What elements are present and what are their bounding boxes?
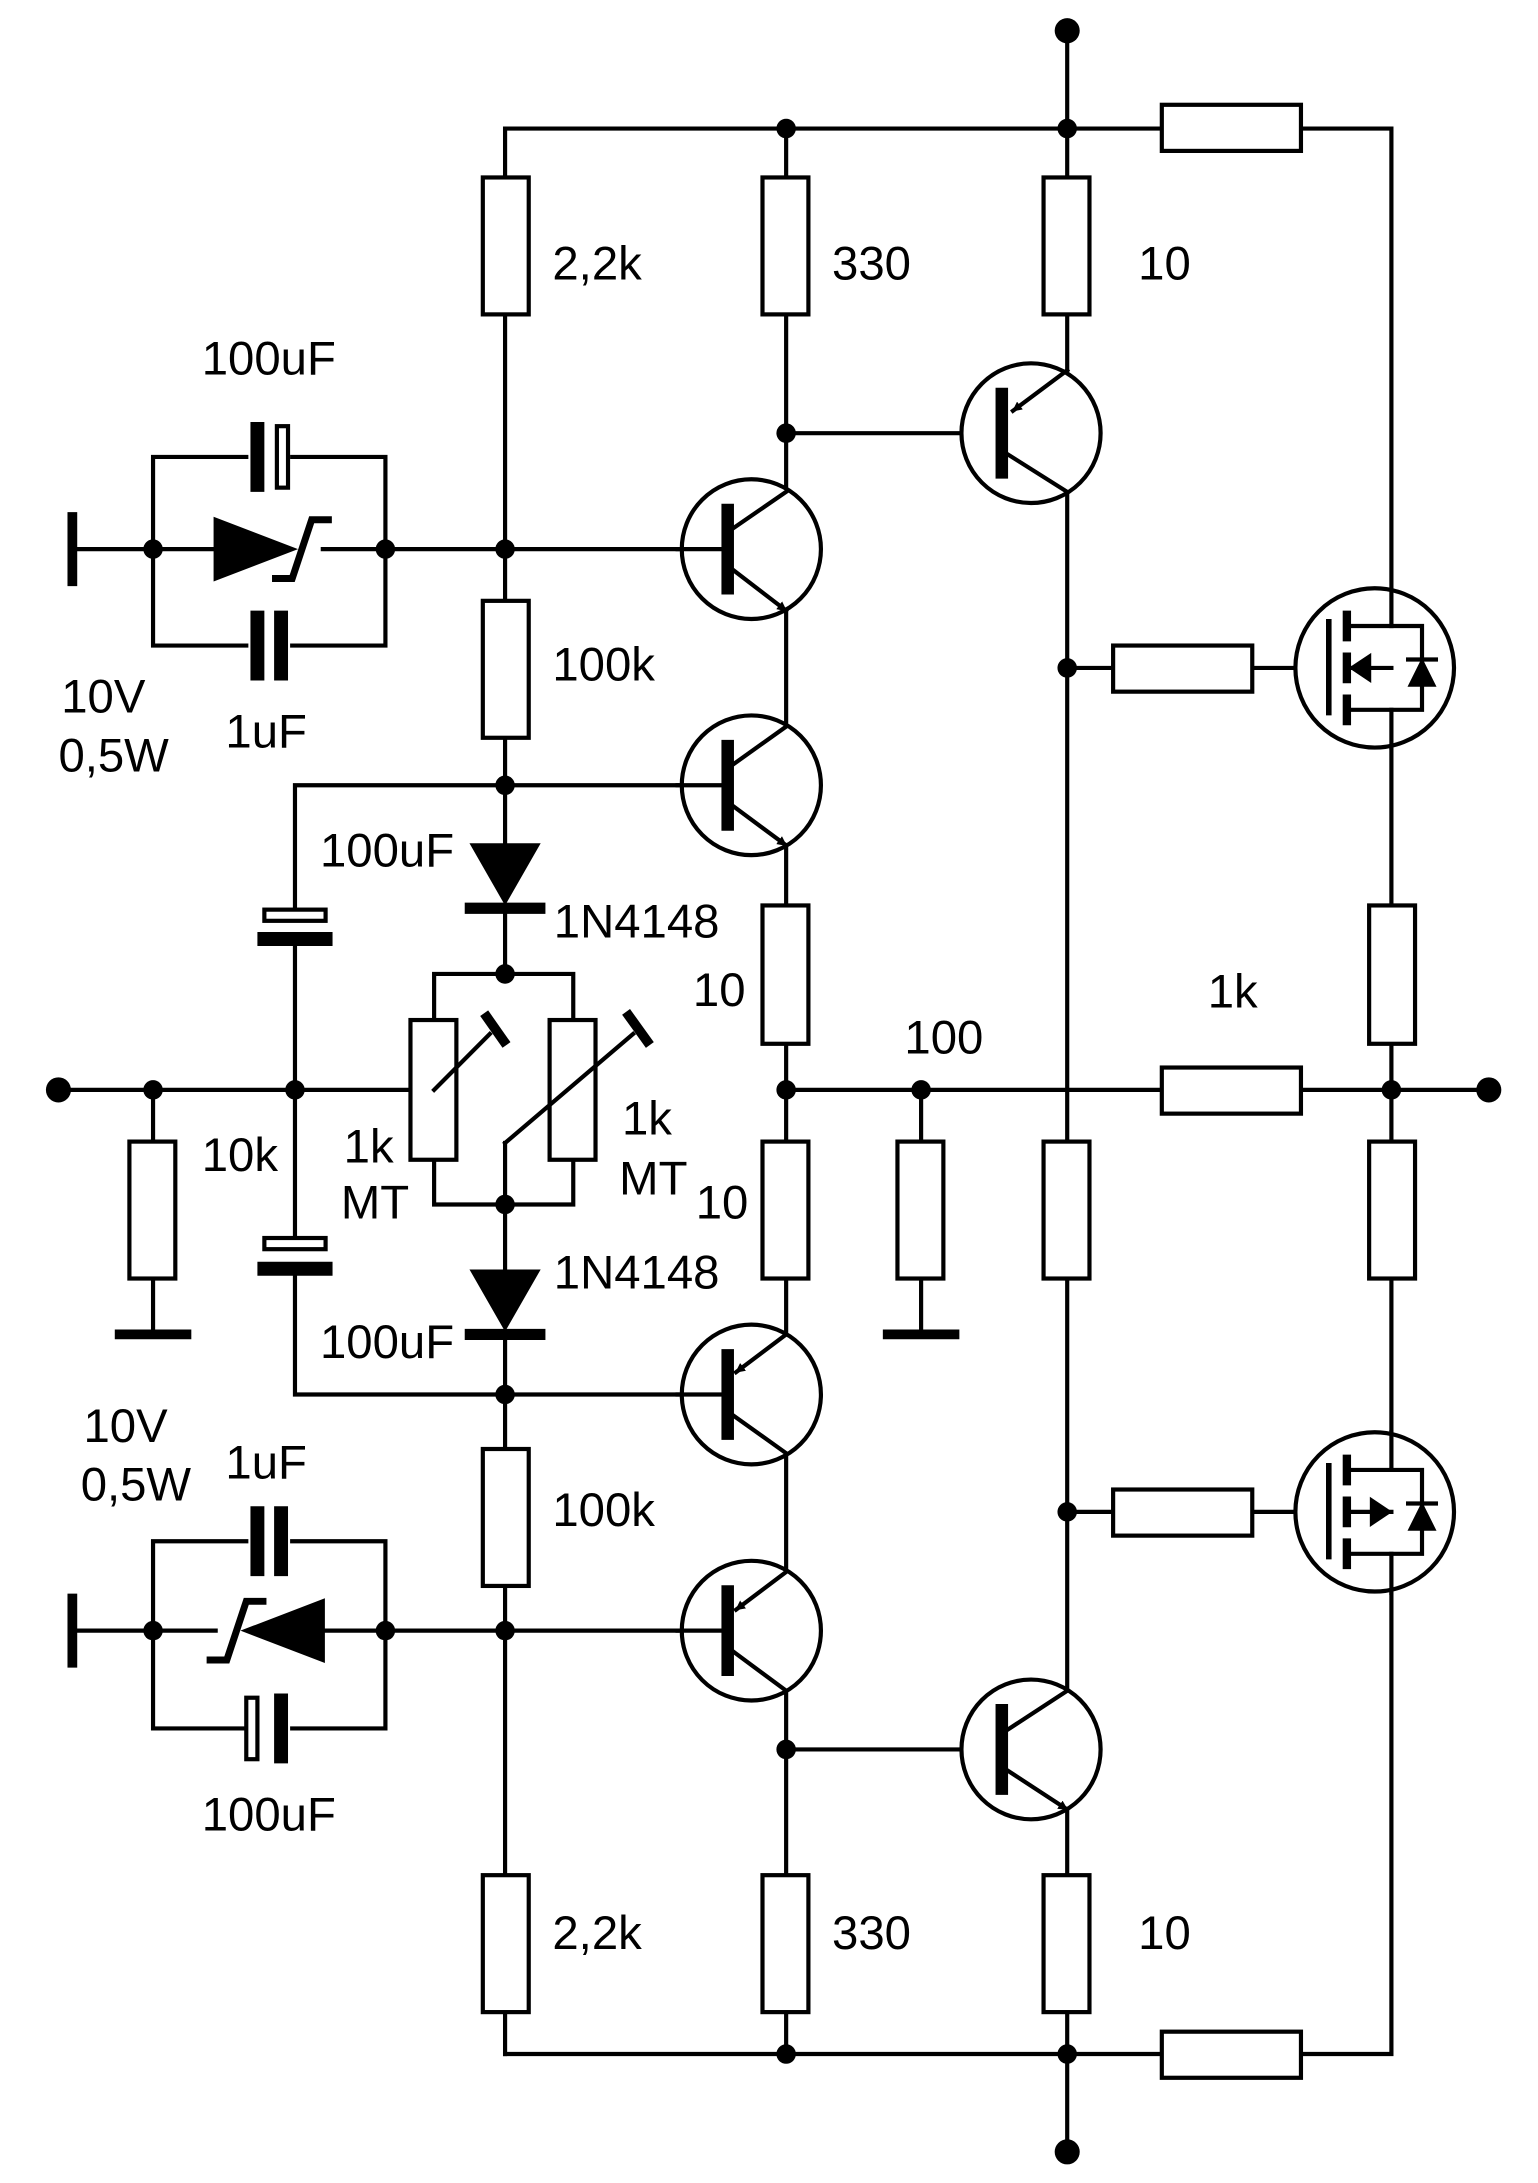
diode-1n4148-bot-body xyxy=(469,1269,541,1332)
wire-zb-ring3 xyxy=(150,1628,249,1731)
label-z-top-power: 0,5W xyxy=(58,729,169,782)
zener-top-body xyxy=(213,516,299,582)
cap-mid-top-elec xyxy=(262,907,328,923)
terminal-supply-negative xyxy=(1054,2139,1080,2165)
resistor-source-top xyxy=(1367,903,1418,1046)
label-r-top-100k: 100k xyxy=(552,638,655,691)
trimmer-left-arrow xyxy=(431,1031,493,1093)
wire-bottom-rail-right xyxy=(1298,1590,1394,2057)
resistor-10-emitter-top xyxy=(760,903,811,1046)
resistor-2k2-top xyxy=(480,175,531,317)
label-z-bot-volt: 10V xyxy=(83,1400,168,1453)
label-r-top-330: 330 xyxy=(832,237,911,290)
resistor-10-top xyxy=(1041,175,1092,317)
wire-zb-ring xyxy=(150,1539,249,1633)
terminals xyxy=(67,512,960,1668)
transistor-driver-top-pnp xyxy=(959,361,1103,506)
wire-top-rail-right xyxy=(1298,126,1394,592)
label-trimmer-left-value: 1k xyxy=(344,1120,394,1173)
mosfet-bottom xyxy=(1293,1430,1457,1596)
terminal-input xyxy=(45,1077,71,1103)
terminal-supply-positive xyxy=(1054,18,1080,44)
label-r-em-bot-10: 10 xyxy=(696,1176,749,1229)
label-c-bot-100uf: 100uF xyxy=(202,1788,336,1841)
label-r-em-top-10: 10 xyxy=(693,964,746,1017)
cap-bot-100uf-elec xyxy=(244,1695,260,1762)
label-c-top-100uf: 100uF xyxy=(202,332,336,385)
labels: 2,2k 330 10 100uF 10V 0,5W 1uF 100k 100u… xyxy=(58,237,1258,1960)
label-r-bot-100k: 100k xyxy=(552,1484,655,1537)
label-c-top-1uf: 1uF xyxy=(225,705,306,758)
resistor-2k2-bot xyxy=(480,1873,531,2015)
resistor-source-bot xyxy=(1367,1139,1418,1281)
resistor-100k-top xyxy=(480,598,531,740)
trimmer-right xyxy=(547,1017,598,1162)
label-d-bot-1n4148: 1N4148 xyxy=(554,1246,720,1299)
trimmer-right-arrow-bar xyxy=(622,1009,654,1048)
wire-c-mid-top xyxy=(292,783,508,918)
resistor-10k-input xyxy=(127,1139,178,1281)
trimmers xyxy=(408,1009,654,1207)
label-r-top-2k2: 2,2k xyxy=(552,237,642,290)
label-c-mid-top-100uf: 100uF xyxy=(320,824,454,877)
transistors xyxy=(675,361,1103,1822)
resistor-10-emitter-bot xyxy=(760,1139,811,1281)
junctions xyxy=(45,18,1502,2165)
transistor-q2-npn xyxy=(675,713,824,858)
zener-bot-bar xyxy=(206,1597,267,1664)
label-trimmer-left-type: MT xyxy=(341,1176,409,1229)
wire-zb-ring4 xyxy=(290,1628,388,1731)
resistor-1k-feedback xyxy=(1159,1065,1304,1116)
zener-bot-body xyxy=(240,1598,325,1664)
resistor-330-bot xyxy=(760,1873,811,2015)
wires xyxy=(56,28,1491,2154)
label-trimmer-right-value: 1k xyxy=(622,1093,672,1146)
terminal-output xyxy=(1476,1077,1502,1103)
resistor-gate-bot xyxy=(1111,1487,1255,1538)
label-d-top-1n4148: 1N4148 xyxy=(554,895,720,948)
label-r-fb-100: 100 xyxy=(904,1011,983,1064)
diodes xyxy=(206,516,546,1664)
resistor-100k-bot xyxy=(480,1446,531,1589)
transistor-q1-npn xyxy=(675,477,824,622)
zener-top-bar xyxy=(272,516,332,582)
label-r-fb-1k: 1k xyxy=(1208,965,1258,1018)
diode-1n4148-top-body xyxy=(469,843,541,906)
wire-zt-ring4 xyxy=(290,547,388,648)
cap-top-100uf-elec xyxy=(274,424,291,490)
label-r-bot-330: 330 xyxy=(832,1907,911,1960)
label-z-top-volt: 10V xyxy=(61,671,146,724)
resistor-bottom-rail xyxy=(1159,2029,1304,2080)
cap-mid-bot-elec xyxy=(262,1235,328,1252)
transistor-q3-pnp xyxy=(675,1322,824,1467)
transistor-driver-bot-npn xyxy=(959,1677,1103,1822)
wire-zb-ring2 xyxy=(290,1539,388,1633)
trimmer-right-arrow2 xyxy=(502,1031,637,1146)
label-z-bot-power: 0,5W xyxy=(81,1459,192,1512)
wire-zt-ring3 xyxy=(150,547,249,648)
wire-c-mid-bot xyxy=(292,1272,508,1397)
mosfet-top xyxy=(1293,586,1457,750)
resistor-100-feedback xyxy=(895,1139,946,1281)
wire-zt-ring xyxy=(150,454,249,552)
label-r-bot-2k2: 2,2k xyxy=(552,1907,642,1960)
capacitors xyxy=(244,421,333,1764)
resistor-gate-top xyxy=(1111,643,1255,694)
trimmer-left-arrow-bar xyxy=(480,1010,511,1048)
transistor-q4-pnp xyxy=(675,1558,824,1703)
resistor-330-top xyxy=(760,175,811,317)
label-r-top-10: 10 xyxy=(1138,237,1191,290)
resistor-top-rail xyxy=(1159,102,1304,154)
resistor-10-bot xyxy=(1041,1873,1092,2015)
label-c-mid-bot-100uf: 100uF xyxy=(320,1316,454,1369)
label-trimmer-right-type: MT xyxy=(619,1153,687,1206)
label-c-bot-1uf: 1uF xyxy=(225,1436,306,1489)
resistor-mid-767 xyxy=(1041,1139,1092,1281)
label-r-in-10k: 10k xyxy=(202,1129,279,1182)
mosfets xyxy=(1293,586,1457,1596)
wire-zt-ring2 xyxy=(290,454,388,552)
resistors xyxy=(127,102,1418,2080)
label-r-bot-10: 10 xyxy=(1138,1907,1191,1960)
